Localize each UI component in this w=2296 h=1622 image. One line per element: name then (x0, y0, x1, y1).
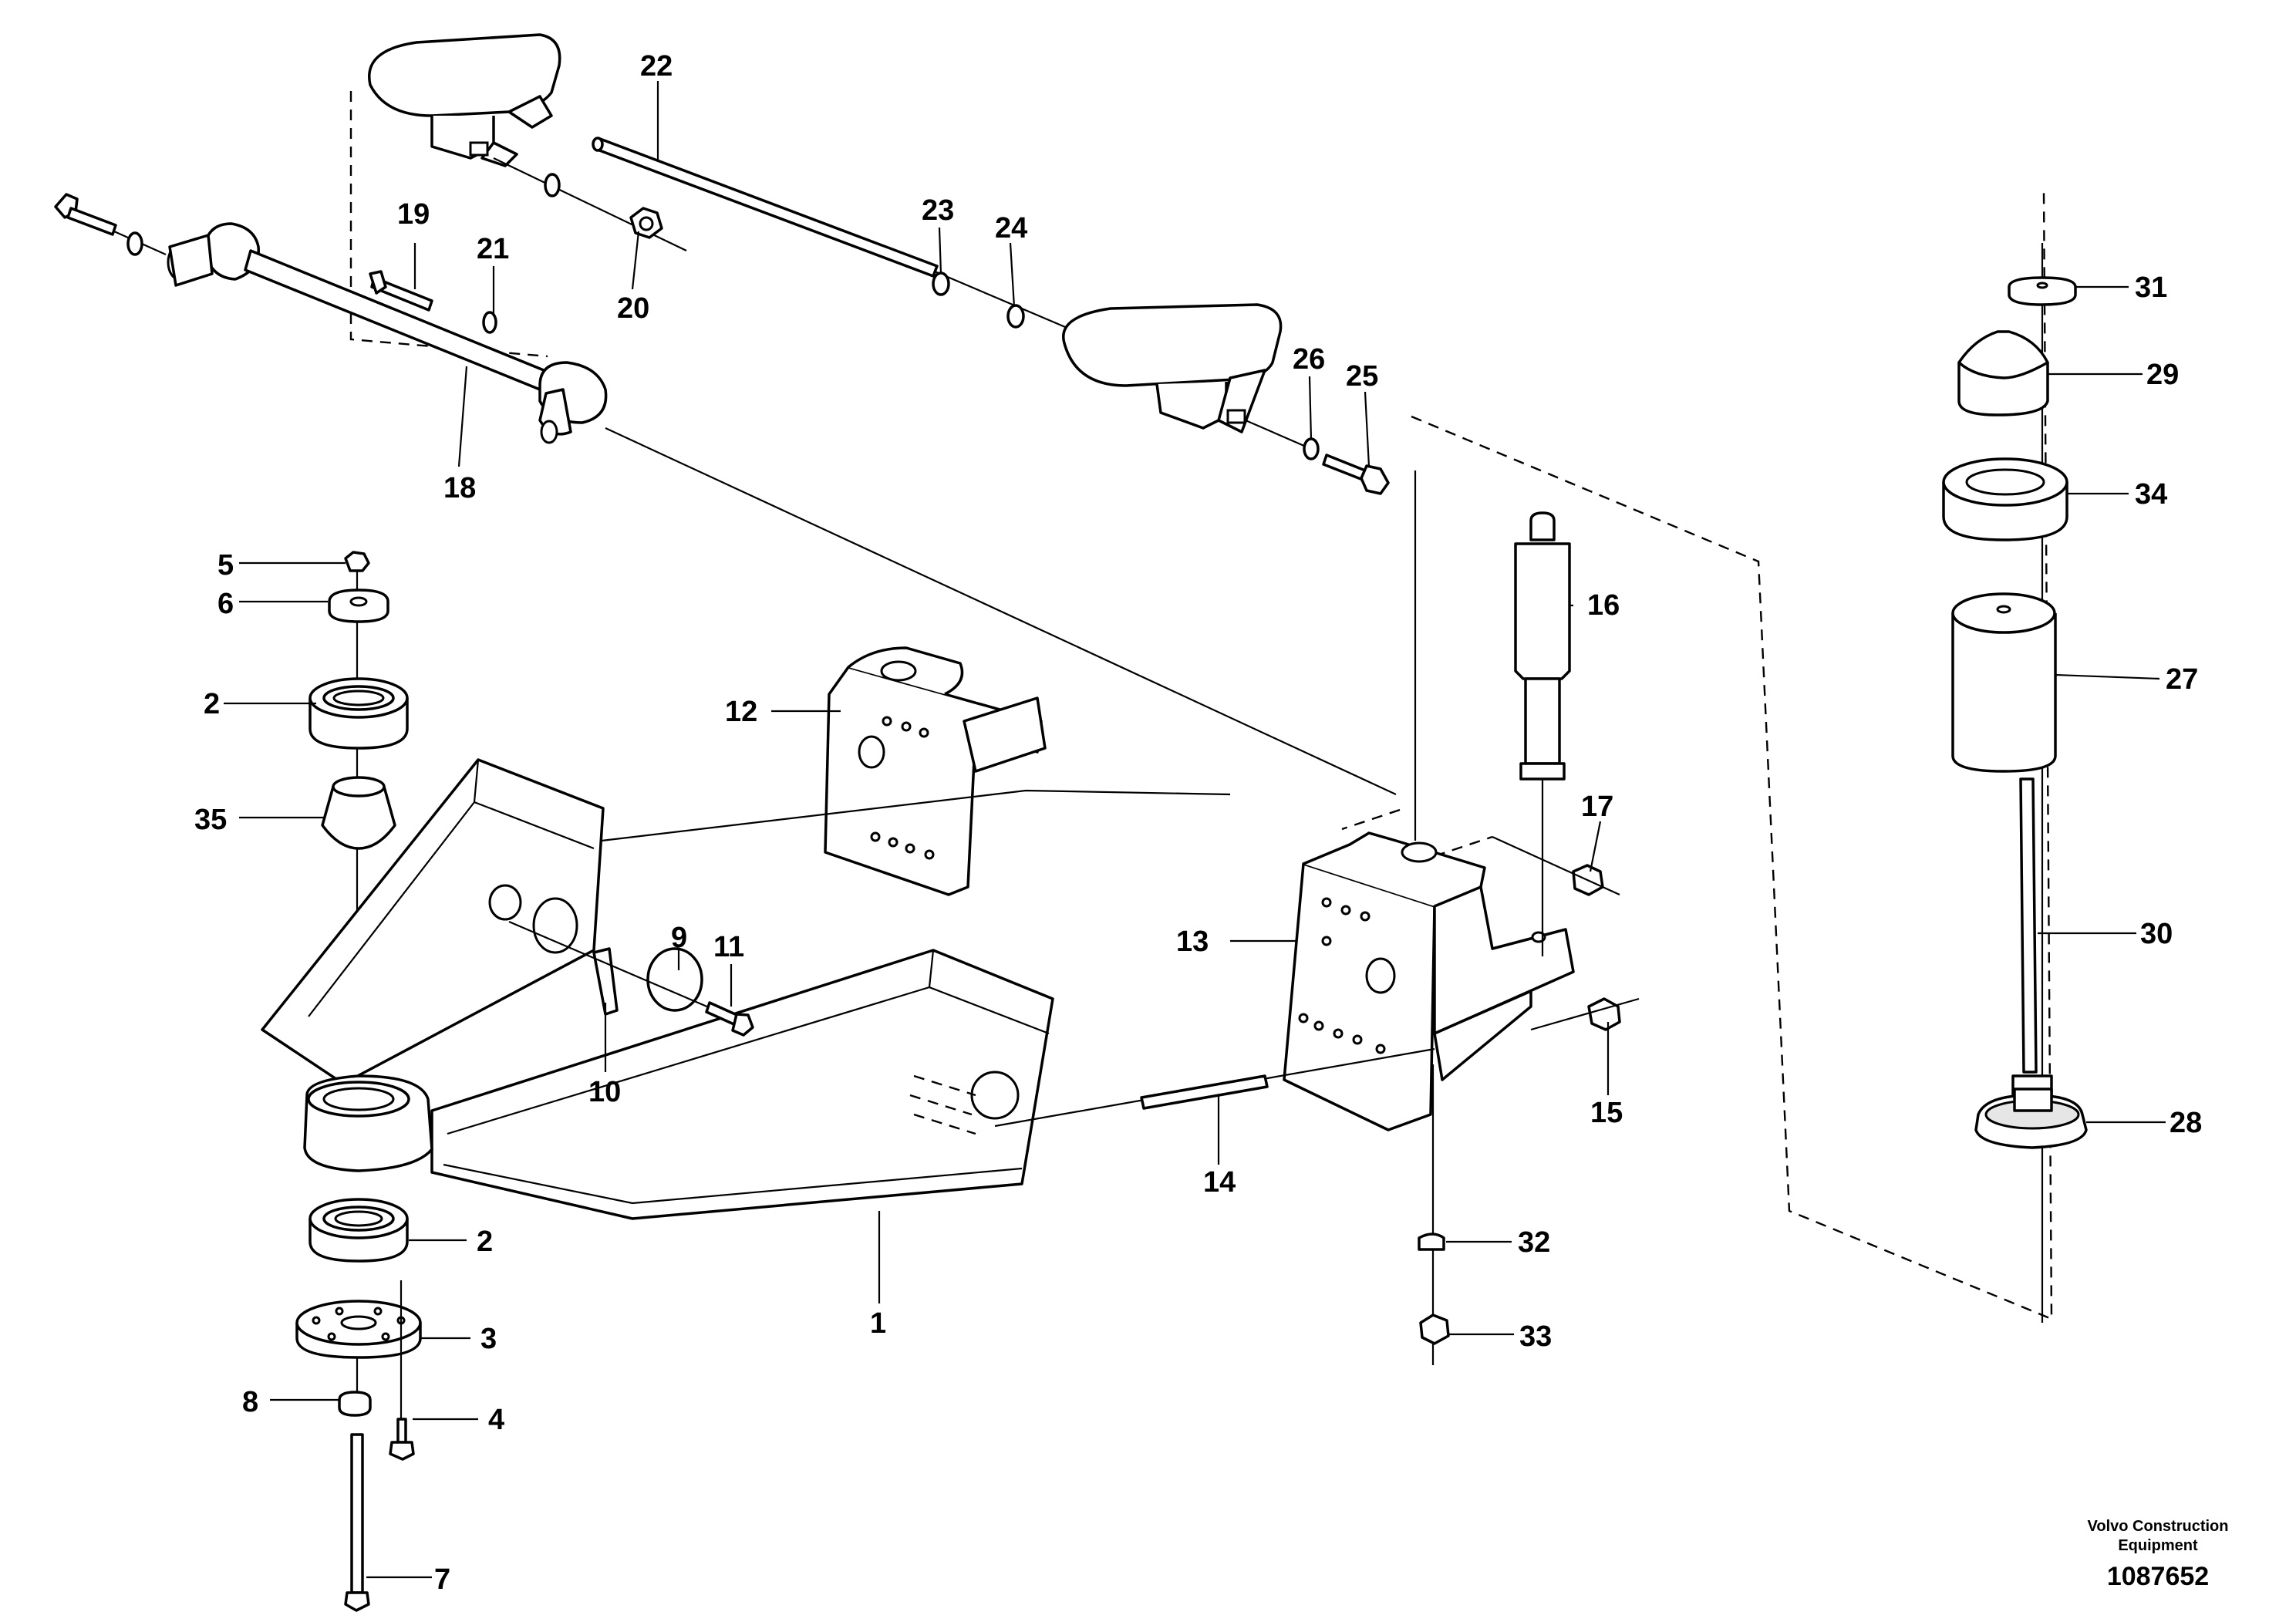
nut-17-axis (1492, 835, 1620, 896)
bearing-2-lower (308, 1198, 409, 1263)
washer-6 (328, 588, 389, 623)
a-frame-1 (261, 758, 1054, 1220)
bolt-11 (705, 1001, 754, 1037)
washer-24 (1006, 304, 1025, 329)
damper-16 (1514, 511, 1571, 781)
bolt-left (54, 193, 117, 236)
callout-leaders (224, 81, 2166, 1579)
foot-pedal-left (368, 33, 561, 167)
bolt-19-head (369, 270, 387, 295)
plate-axis (508, 920, 726, 1016)
callout-27: 27 (2166, 663, 2198, 696)
callout-17: 17 (1581, 791, 1613, 823)
dashed-bracket-outline (1341, 808, 1493, 858)
callout-35: 35 (194, 804, 227, 836)
ring-34 (1942, 457, 2068, 541)
bushing-35 (321, 776, 396, 850)
dashed-assembly-line-right (1411, 192, 2053, 1320)
callout-21: 21 (477, 233, 509, 265)
callout-28: 28 (2170, 1107, 2202, 1139)
callout-29: 29 (2146, 359, 2179, 391)
callout-15: 15 (1590, 1097, 1623, 1129)
disc-9 (646, 947, 703, 1012)
bracket-13 (1283, 831, 1575, 1131)
callout-4: 4 (488, 1404, 504, 1436)
rod-30 (2019, 777, 2038, 1074)
callout-11: 11 (713, 931, 744, 963)
callout-7: 7 (434, 1563, 450, 1596)
rod-22-axis (934, 270, 1081, 335)
callout-9: 9 (671, 922, 687, 954)
callout-30: 30 (2140, 918, 2173, 950)
nut-5 (344, 551, 370, 572)
callout-3: 3 (480, 1323, 497, 1355)
spacer-8 (338, 1391, 372, 1417)
tie-rod-to-bracket-line (605, 427, 1397, 795)
callout-34: 34 (2135, 478, 2167, 511)
washer-26 (1303, 437, 1320, 460)
washer-21 (482, 311, 497, 334)
callout-23: 23 (922, 194, 954, 227)
callout-2-upper: 2 (204, 688, 220, 720)
callout-33: 33 (1519, 1320, 1552, 1353)
callout-25: 25 (1346, 360, 1378, 393)
callout-10: 10 (588, 1076, 621, 1108)
nut-15 (1587, 997, 1621, 1031)
callout-14: 14 (1203, 1166, 1236, 1199)
nut-20 (629, 207, 663, 239)
callout-2-lower: 2 (477, 1226, 493, 1258)
cone-29 (1957, 330, 2049, 416)
bolt-4 (389, 1418, 415, 1461)
cylinder-27 (1951, 592, 2057, 773)
pedal-right-axis (1245, 419, 1312, 450)
callout-20: 20 (617, 292, 649, 325)
callout-5: 5 (217, 549, 234, 582)
nut-15-axis (1530, 997, 1640, 1031)
foot-pedal-right (1062, 303, 1283, 433)
bearing-2-upper (308, 677, 409, 750)
callout-13: 13 (1176, 926, 1209, 958)
washer-23 (932, 271, 950, 296)
flange-3 (295, 1300, 422, 1359)
washer-left (126, 231, 143, 256)
bolt-25 (1322, 454, 1390, 495)
credit-line-2: Equipment (2118, 1537, 2198, 1554)
washer-31 (2008, 276, 2077, 306)
callout-24: 24 (995, 212, 1027, 244)
callout-12: 12 (725, 696, 757, 728)
cap-28 (1974, 1074, 2088, 1149)
nut-33 (1419, 1313, 1450, 1345)
callout-6: 6 (217, 588, 234, 620)
callout-18: 18 (443, 472, 476, 504)
callout-26: 26 (1293, 343, 1325, 376)
washer (544, 173, 561, 197)
callout-8: 8 (242, 1386, 258, 1418)
tie-rod-18 (167, 222, 608, 444)
mounting-plate-12 (824, 646, 1047, 896)
document-number: 1087652 (2107, 1562, 2209, 1591)
bolt-7 (344, 1433, 370, 1612)
callout-16: 16 (1587, 589, 1620, 622)
rod-22 (592, 137, 939, 278)
washer-32 (1418, 1233, 1445, 1251)
callout-31: 31 (2135, 271, 2167, 304)
credit-line-1: Volvo Construction (2088, 1518, 2229, 1535)
callout-22: 22 (640, 50, 673, 83)
pin-14 (1140, 1074, 1269, 1110)
callout-1: 1 (870, 1307, 886, 1340)
callout-19: 19 (397, 198, 430, 231)
callout-32: 32 (1518, 1226, 1550, 1259)
